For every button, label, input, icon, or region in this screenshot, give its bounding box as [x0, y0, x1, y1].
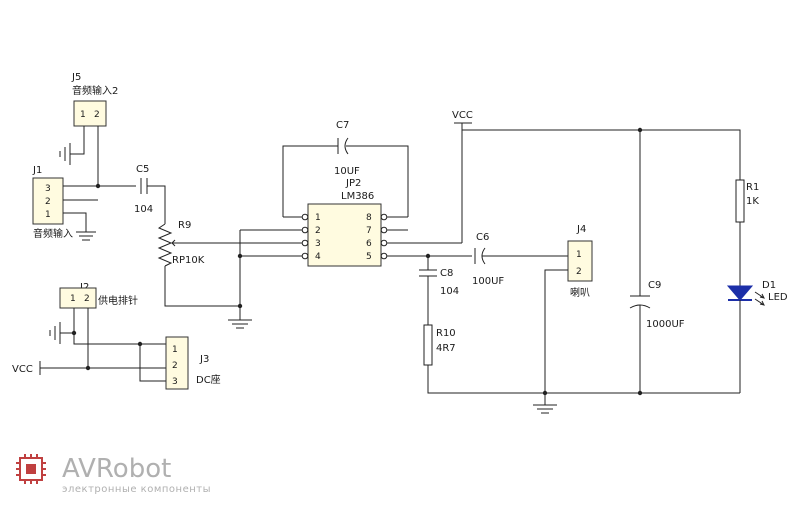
- d1-value: LED: [768, 292, 788, 303]
- wire-c7-left: [282, 145, 338, 217]
- j3-name: DC座: [196, 373, 221, 386]
- r10-value: 4R7: [436, 343, 456, 354]
- junction-dot: [237, 303, 243, 309]
- connector-j5: J5 音频输入2 1 2: [71, 72, 118, 127]
- wire-j4-ground: [544, 269, 568, 405]
- jp2-pin-5: 5: [366, 252, 372, 262]
- junction-dot: [85, 365, 91, 371]
- j3-pin-1: 1: [172, 345, 178, 355]
- j3-pin-3: 3: [172, 377, 178, 387]
- connector-j3: 1 2 3 J3 DC座: [165, 336, 221, 390]
- jp2-pin-8: 8: [366, 213, 372, 223]
- c8-ref: C8: [440, 268, 453, 279]
- c6-ref: C6: [476, 232, 489, 243]
- capacitor-c8: C8 104: [419, 268, 459, 297]
- wire-ground-return: [427, 365, 740, 394]
- vcc-top-label: VCC: [452, 110, 473, 121]
- ground-symbol: [76, 231, 96, 241]
- connector-j1: J1 3 2 1 音频输入: [32, 165, 73, 240]
- j1-ref: J1: [32, 165, 42, 176]
- resistor-r1: R1 1K: [735, 179, 759, 223]
- r1-ref: R1: [746, 182, 759, 193]
- capacitor-c5: C5 104: [134, 164, 153, 215]
- j2-name: 供电排针: [98, 294, 138, 307]
- capacitor-c9: C9 1000UF: [629, 280, 685, 330]
- capacitor-c6: C6 100UF: [472, 232, 504, 287]
- capacitor-c7: C7 10UF: [334, 120, 360, 177]
- connector-j4: J4 1 2 喇叭: [567, 224, 593, 299]
- vcc-left-label: VCC: [12, 364, 33, 375]
- j3-pin-2: 2: [172, 361, 178, 371]
- wire-c7-right: [346, 145, 409, 217]
- d1-ref: D1: [762, 280, 776, 291]
- potentiometer-r9: R9 RP10K: [157, 220, 205, 267]
- watermark-tagline: электронные компоненты: [62, 484, 211, 495]
- j2-pin-1: 1: [70, 294, 76, 304]
- junction-dot: [637, 390, 643, 396]
- watermark-logo: AVRobot электронные компоненты: [16, 454, 211, 495]
- wire-r9-ground: [164, 266, 240, 307]
- led-d1: D1 LED: [726, 280, 788, 306]
- r1-value: 1K: [746, 196, 759, 207]
- junction-dot: [71, 330, 77, 336]
- wire-j5-ground: [70, 126, 85, 155]
- wire-c5-to-r9: [147, 185, 166, 224]
- vcc-rail-top: VCC: [452, 110, 473, 124]
- j5-pin-2: 2: [94, 110, 100, 120]
- wire-j3-pin3: [139, 344, 168, 382]
- jp2-pin-7: 7: [366, 226, 372, 236]
- wire-vcc-rail: [462, 129, 741, 180]
- resistor-r10: R10 4R7: [423, 324, 456, 366]
- j2-pin-2: 2: [84, 294, 90, 304]
- c9-value: 1000UF: [646, 319, 685, 330]
- j1-pin-1: 1: [45, 210, 51, 220]
- junction-dot: [137, 341, 143, 347]
- j4-ref: J4: [576, 224, 586, 235]
- j1-pin-3: 3: [45, 184, 51, 194]
- jp2-pin-3: 3: [315, 239, 321, 249]
- wire-j1-pin1-ground: [63, 212, 87, 232]
- r9-ref: R9: [178, 220, 191, 231]
- ic-jp2-lm386: JP2 LM386 1 2 3 4 8 7 6 5: [301, 178, 388, 267]
- chip-icon: [16, 454, 46, 484]
- j1-pin-2: 2: [45, 197, 51, 207]
- j5-ref: J5: [71, 72, 81, 83]
- r10-ref: R10: [436, 328, 456, 339]
- connector-j2: J2 1 2 供电排针: [59, 282, 138, 309]
- vcc-rail-left: VCC: [12, 361, 41, 375]
- c9-ref: C9: [648, 280, 661, 291]
- j5-name: 音频输入2: [72, 84, 118, 97]
- r9-value: RP10K: [172, 255, 205, 266]
- c5-ref: C5: [136, 164, 149, 175]
- ground-symbol: [49, 322, 74, 344]
- j5-pin-1: 1: [80, 110, 86, 120]
- jp2-pin-4: 4: [315, 252, 321, 262]
- c6-value: 100UF: [472, 276, 504, 287]
- j4-pin-1: 1: [576, 250, 582, 260]
- jp2-ref: JP2: [345, 178, 361, 189]
- jp2-pin-2: 2: [315, 226, 321, 236]
- jp2-name: LM386: [341, 191, 374, 202]
- j1-name: 音频输入: [33, 227, 73, 240]
- c7-value: 10UF: [334, 166, 360, 177]
- ground-symbol: [533, 404, 557, 414]
- j4-name: 喇叭: [570, 287, 590, 299]
- c7-ref: C7: [336, 120, 349, 131]
- j4-pin-2: 2: [576, 267, 582, 277]
- jp2-pin-1: 1: [315, 213, 321, 223]
- junction-dot: [237, 253, 243, 259]
- ground-symbol: [228, 319, 252, 329]
- jp2-pin-6: 6: [366, 239, 372, 249]
- wire-j2-pin1: [73, 308, 168, 345]
- ground-symbol: [59, 143, 71, 165]
- watermark-brand: AVRobot: [62, 454, 171, 484]
- j3-ref: J3: [199, 354, 209, 365]
- junction-dot: [542, 390, 548, 396]
- c8-value: 104: [440, 286, 459, 297]
- c5-value: 104: [134, 204, 153, 215]
- junction-dot: [95, 183, 101, 189]
